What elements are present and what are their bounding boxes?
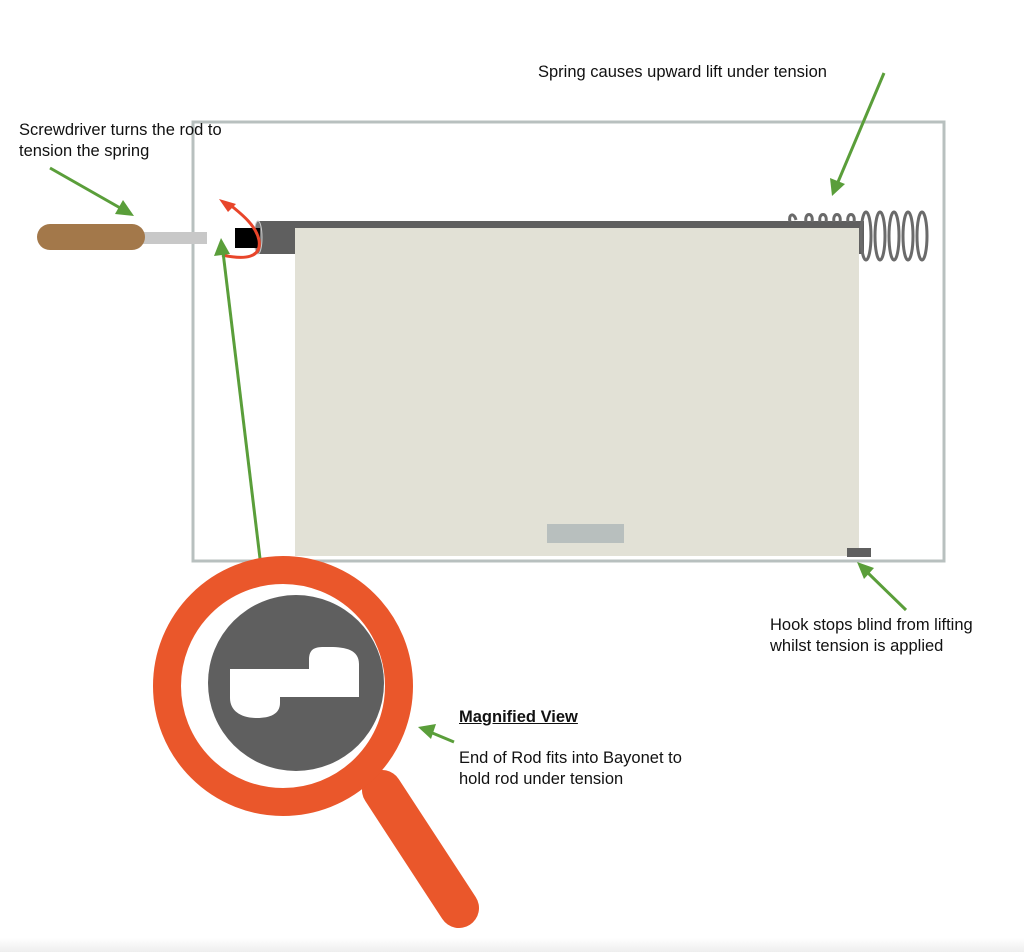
rotation-arrow-icon <box>219 199 261 259</box>
blind-fabric <box>295 228 859 556</box>
bottom-bar <box>547 524 624 543</box>
screwdriver-annotation-line1: Screwdriver turns the rod to <box>19 121 222 139</box>
magnified-view-title: Magnified View <box>459 708 578 726</box>
magnified-view-line2: hold rod under tension <box>459 770 624 788</box>
bottom-fade <box>0 938 1024 952</box>
magnified-view-annotation: Magnified View End of Rod fits into Bayo… <box>459 707 682 790</box>
hook-annotation: Hook stops blind from lifting whilst ten… <box>770 615 973 657</box>
rod-end <box>235 228 260 248</box>
magnifying-glass-icon <box>153 556 479 928</box>
coil-spring-icon <box>788 210 929 262</box>
spring-annotation: Spring causes upward lift under tension <box>538 63 827 81</box>
magnified-view-line1: End of Rod fits into Bayonet to <box>459 749 682 767</box>
bayonet-slot-icon <box>230 646 359 718</box>
screwdriver-annotation-line2: tension the spring <box>19 142 150 160</box>
hook-annotation-line1: Hook stops blind from lifting <box>770 616 973 634</box>
hook <box>847 548 871 557</box>
hook-annotation-line2: whilst tension is applied <box>770 637 944 655</box>
screwdriver-icon <box>37 224 207 250</box>
screwdriver-annotation: Screwdriver turns the rod to tension the… <box>19 120 222 162</box>
annotation-arrows <box>49 72 908 744</box>
